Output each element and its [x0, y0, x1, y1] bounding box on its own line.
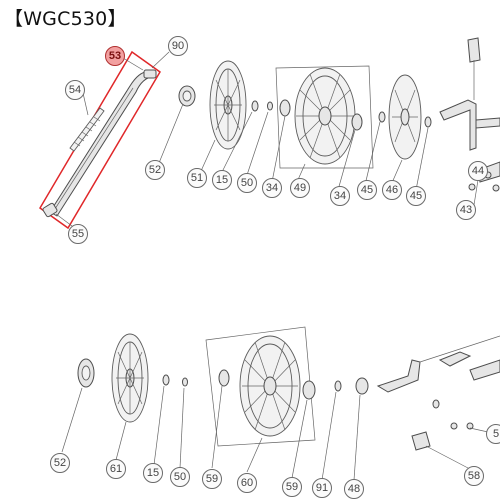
bearing-part — [351, 113, 363, 131]
svg-text:50: 50 — [174, 471, 186, 483]
callout-part-61[interactable]: 61 — [106, 459, 126, 479]
washer-part — [378, 111, 386, 123]
callout-part-48[interactable]: 48 — [344, 479, 364, 499]
callout-part-46[interactable]: 46 — [382, 180, 402, 200]
svg-text:59: 59 — [206, 473, 218, 485]
svg-text:45: 45 — [361, 184, 373, 196]
callout-part-45[interactable]: 45 — [357, 180, 377, 200]
svg-text:34: 34 — [334, 190, 346, 202]
callout-part-59[interactable]: 59 — [282, 477, 302, 497]
callout-part-91[interactable]: 91 — [312, 478, 332, 498]
svg-text:50: 50 — [241, 177, 253, 189]
svg-text:44: 44 — [472, 165, 484, 177]
callout-part-43[interactable]: 43 — [456, 200, 476, 220]
hubcap-part — [388, 74, 422, 160]
tire-part-frame — [205, 326, 316, 447]
axle-bracket-part — [376, 335, 500, 393]
washer-part — [334, 380, 342, 392]
callout-part-34[interactable]: 34 — [262, 178, 282, 198]
tire-part — [239, 335, 301, 437]
callout-part-44[interactable]: 44 — [468, 161, 488, 181]
callout-part-54[interactable]: 54 — [65, 80, 85, 100]
callout-part-55[interactable]: 55 — [68, 224, 88, 244]
svg-text:52: 52 — [149, 164, 161, 176]
svg-text:53: 53 — [109, 50, 121, 62]
callout-part-50[interactable]: 50 — [237, 173, 257, 193]
svg-text:59: 59 — [286, 481, 298, 493]
callout-part-51[interactable]: 51 — [187, 168, 207, 188]
callout-part-59[interactable]: 59 — [202, 469, 222, 489]
leader-lines — [61, 385, 489, 481]
callout-part-15[interactable]: 15 — [143, 463, 163, 483]
hub-cap-part — [77, 358, 95, 388]
callout-part-90[interactable]: 90 — [168, 36, 188, 56]
svg-text:52: 52 — [54, 457, 66, 469]
svg-text:48: 48 — [348, 483, 360, 495]
svg-text:5: 5 — [493, 428, 499, 440]
svg-text:91: 91 — [316, 482, 328, 494]
svg-text:15: 15 — [147, 467, 159, 479]
washer-part — [267, 101, 273, 111]
washer-part — [251, 100, 259, 112]
svg-text:54: 54 — [69, 84, 81, 96]
callout-part-5[interactable]: 5 — [486, 424, 500, 444]
svg-text:15: 15 — [216, 174, 228, 186]
svg-text:43: 43 — [460, 204, 472, 216]
washer-part — [162, 374, 170, 386]
bracket-clip-part — [411, 431, 431, 451]
svg-text:51: 51 — [191, 172, 203, 184]
callout-part-53[interactable]: 53 — [105, 46, 125, 66]
bearing-part — [279, 99, 291, 117]
leader-lines — [55, 51, 489, 227]
svg-text:45: 45 — [410, 190, 422, 202]
washer-part — [355, 377, 369, 395]
svg-text:34: 34 — [266, 182, 278, 194]
callout-part-45[interactable]: 45 — [406, 186, 426, 206]
axle-bracket-part — [439, 37, 500, 183]
svg-text:61: 61 — [110, 463, 122, 475]
bearing-part — [218, 369, 230, 387]
svg-text:60: 60 — [241, 477, 253, 489]
highlight-box-part-53 — [39, 50, 161, 230]
callout-part-60[interactable]: 60 — [237, 473, 257, 493]
model-title: 【WGC530】 — [4, 8, 127, 30]
svg-text:49: 49 — [294, 182, 306, 194]
tire-part-frame — [275, 65, 374, 169]
tire-part — [294, 67, 356, 165]
svg-text:90: 90 — [172, 40, 184, 52]
washer-part — [182, 377, 188, 387]
callout-part-49[interactable]: 49 — [290, 178, 310, 198]
spoked-wheel-part — [209, 60, 247, 150]
callout-part-50[interactable]: 50 — [170, 467, 190, 487]
callout-part-34[interactable]: 34 — [330, 186, 350, 206]
bearing-part — [302, 380, 316, 400]
callout-part-52[interactable]: 52 — [145, 160, 165, 180]
svg-text:58: 58 — [468, 470, 480, 482]
callout-part-15[interactable]: 15 — [212, 170, 232, 190]
svg-text:46: 46 — [386, 184, 398, 196]
handle-bar-part — [42, 69, 157, 218]
hub-cap-part — [178, 85, 196, 107]
callout-part-58[interactable]: 58 — [464, 466, 484, 486]
svg-text:55: 55 — [72, 228, 84, 240]
washer-part — [424, 116, 432, 128]
spring-part — [69, 107, 105, 152]
bolt-part — [432, 399, 474, 430]
callout-part-52[interactable]: 52 — [50, 453, 70, 473]
spoked-wheel-part — [111, 333, 149, 423]
